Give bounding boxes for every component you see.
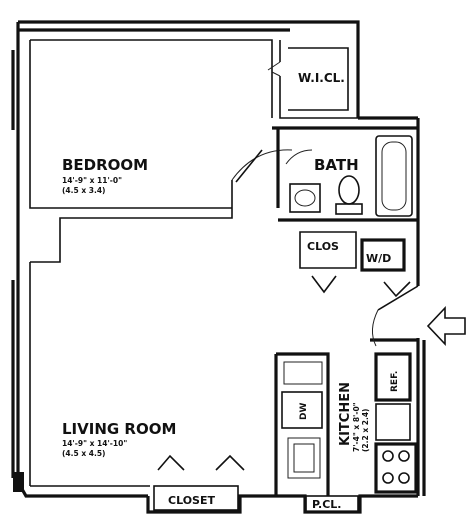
washer-dryer: W/D xyxy=(360,238,411,298)
washer-dryer-label: W/D xyxy=(366,252,391,265)
living-room: LIVING ROOM 14'-9" x 14'-10" (4.5 x 4.5) xyxy=(29,208,233,487)
bathtub-icon xyxy=(375,135,413,217)
kitchen-name: KITCHEN xyxy=(338,382,353,446)
walk-in-closet-label: W.I.CL. xyxy=(298,71,345,85)
kitchen: DW KITCHEN 7'-4" x 8'-0" (2.2 x 2.4) REF… xyxy=(274,352,418,496)
bedroom-dims-imperial: 14'-9" x 11'-0" xyxy=(62,176,122,185)
hall-closet: CLOS xyxy=(299,231,357,294)
living-closet: CLOSET xyxy=(153,454,245,511)
bath-label: BATH xyxy=(314,156,359,174)
kitchen-dims-imperial: 7'-4" x 8'-0" xyxy=(352,402,361,452)
stove-icon xyxy=(374,442,418,494)
kitchen-sink-icon xyxy=(283,361,323,479)
bedroom-name: BEDROOM xyxy=(62,156,148,174)
bedroom: BEDROOM 14'-9" x 11'-0" (4.5 x 3.4) xyxy=(29,39,293,209)
walk-in-closet: W.I.CL. xyxy=(267,40,358,119)
bedroom-dims-metric: (4.5 x 3.4) xyxy=(62,186,106,195)
kitchen-dims-metric: (2.2 x 2.4) xyxy=(361,409,370,453)
living-room-dims-imperial: 14'-9" x 14'-10" xyxy=(62,439,127,448)
sink-icon xyxy=(289,183,321,213)
living-closet-label: CLOSET xyxy=(168,494,215,507)
refrigerator-label: REF. xyxy=(390,371,400,392)
corner-column xyxy=(13,472,24,492)
living-room-name: LIVING ROOM xyxy=(62,420,176,438)
bath: BATH xyxy=(272,126,418,222)
hall-closet-label: CLOS xyxy=(307,240,339,253)
refrigerator: REF. xyxy=(374,352,412,402)
dishwasher-label: DW xyxy=(299,403,309,420)
pantry-closet-label: P.CL. xyxy=(312,498,341,511)
entry-arrow-icon xyxy=(426,305,466,347)
living-room-dims-metric: (4.5 x 4.5) xyxy=(62,449,106,458)
bedroom-door-swing xyxy=(231,149,293,181)
dishwasher: DW xyxy=(281,391,323,429)
toilet-icon xyxy=(335,175,363,215)
entry-door xyxy=(372,285,419,347)
pantry-closet: P.CL. xyxy=(305,495,359,513)
